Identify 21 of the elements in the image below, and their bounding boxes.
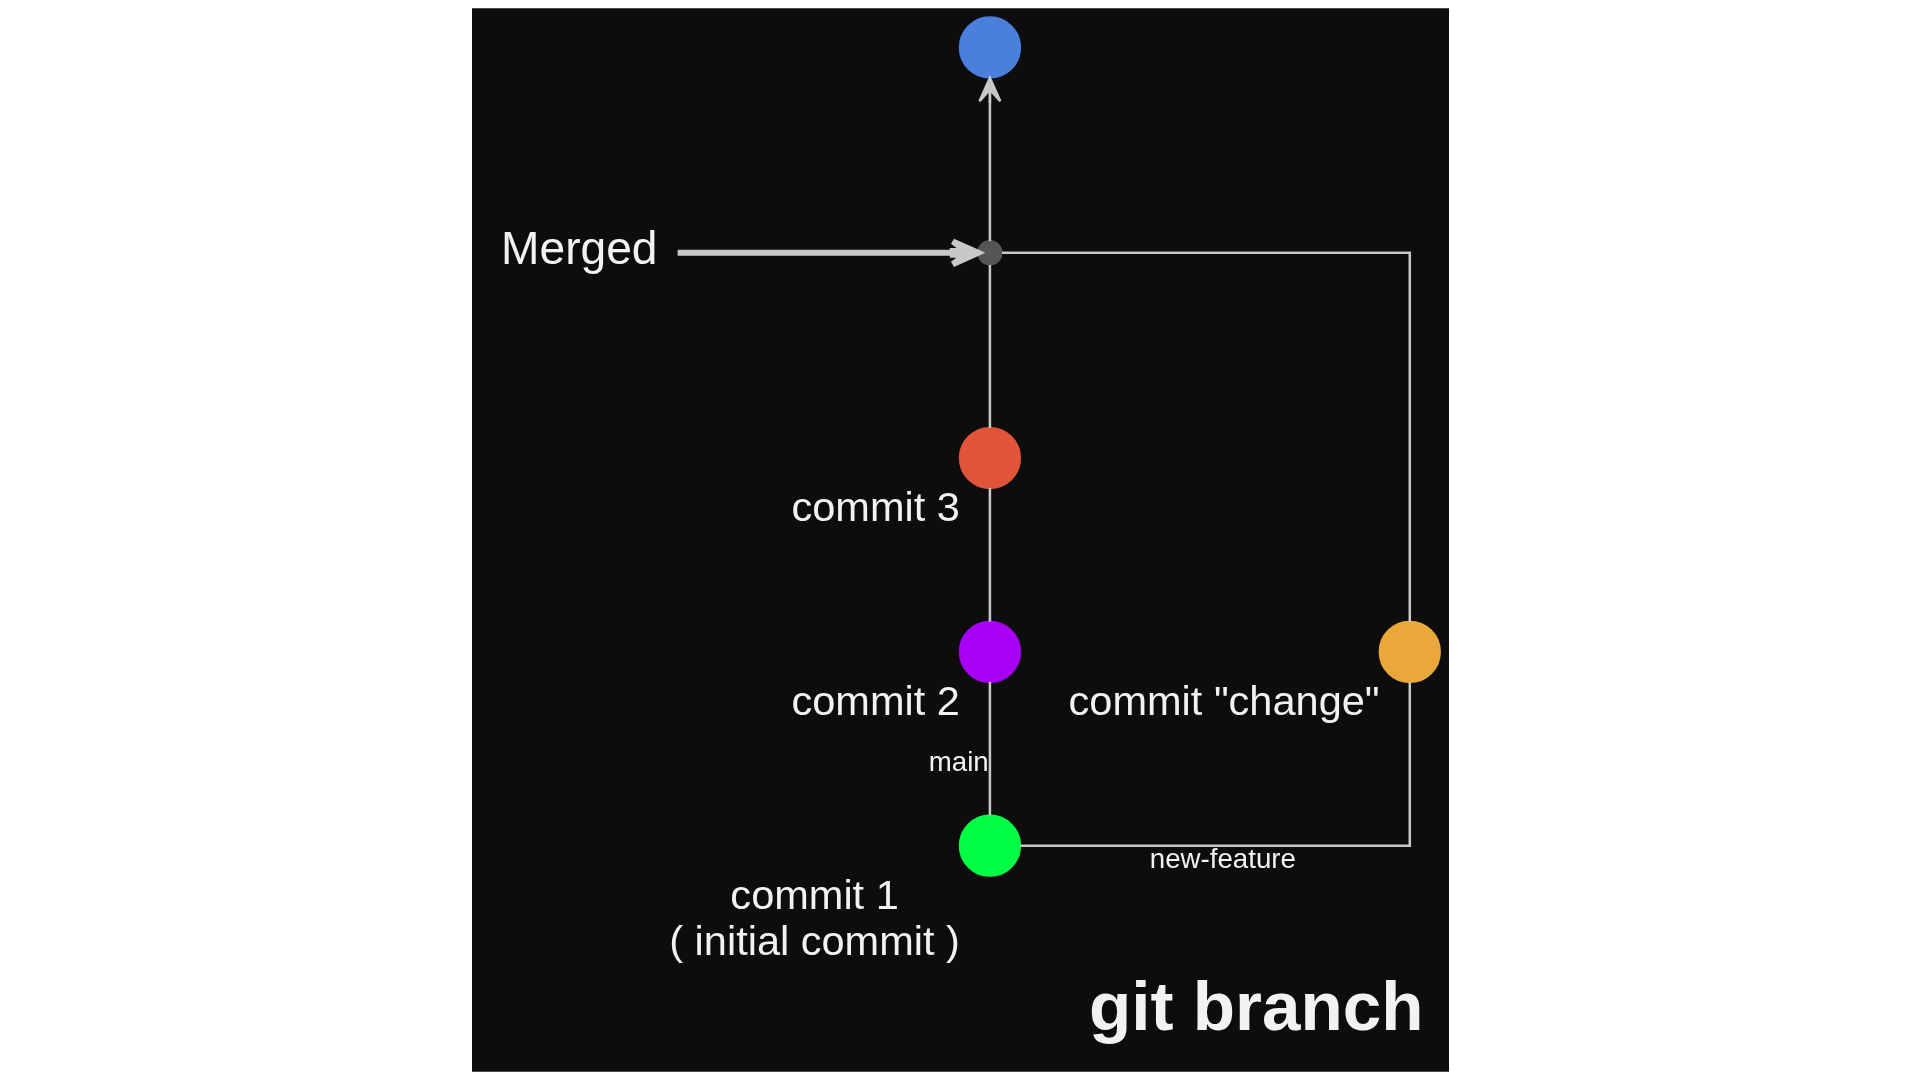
node-circle xyxy=(958,620,1021,684)
node-text: Merged xyxy=(500,222,657,275)
node-circle xyxy=(958,426,1021,490)
edge-label: new-feature xyxy=(1149,842,1296,874)
node-label: commit 1 xyxy=(729,870,899,918)
diagram-title: git branch xyxy=(1088,967,1424,1046)
node-circle xyxy=(958,16,1021,79)
node-label: commit 3 xyxy=(791,483,960,531)
node-circle xyxy=(1378,620,1441,684)
node-label: commit 2 xyxy=(791,677,960,725)
connector xyxy=(988,681,991,816)
node-label: commit "change" xyxy=(1068,677,1380,725)
node-label: ( initial commit ) xyxy=(668,917,960,965)
node-circle xyxy=(958,814,1021,877)
connector xyxy=(1001,251,1411,622)
connector xyxy=(988,488,991,622)
connector xyxy=(988,264,991,428)
edge-label: main xyxy=(928,745,989,777)
arrow xyxy=(977,76,1002,242)
connector xyxy=(1019,682,1411,847)
node-circle xyxy=(976,240,1003,266)
